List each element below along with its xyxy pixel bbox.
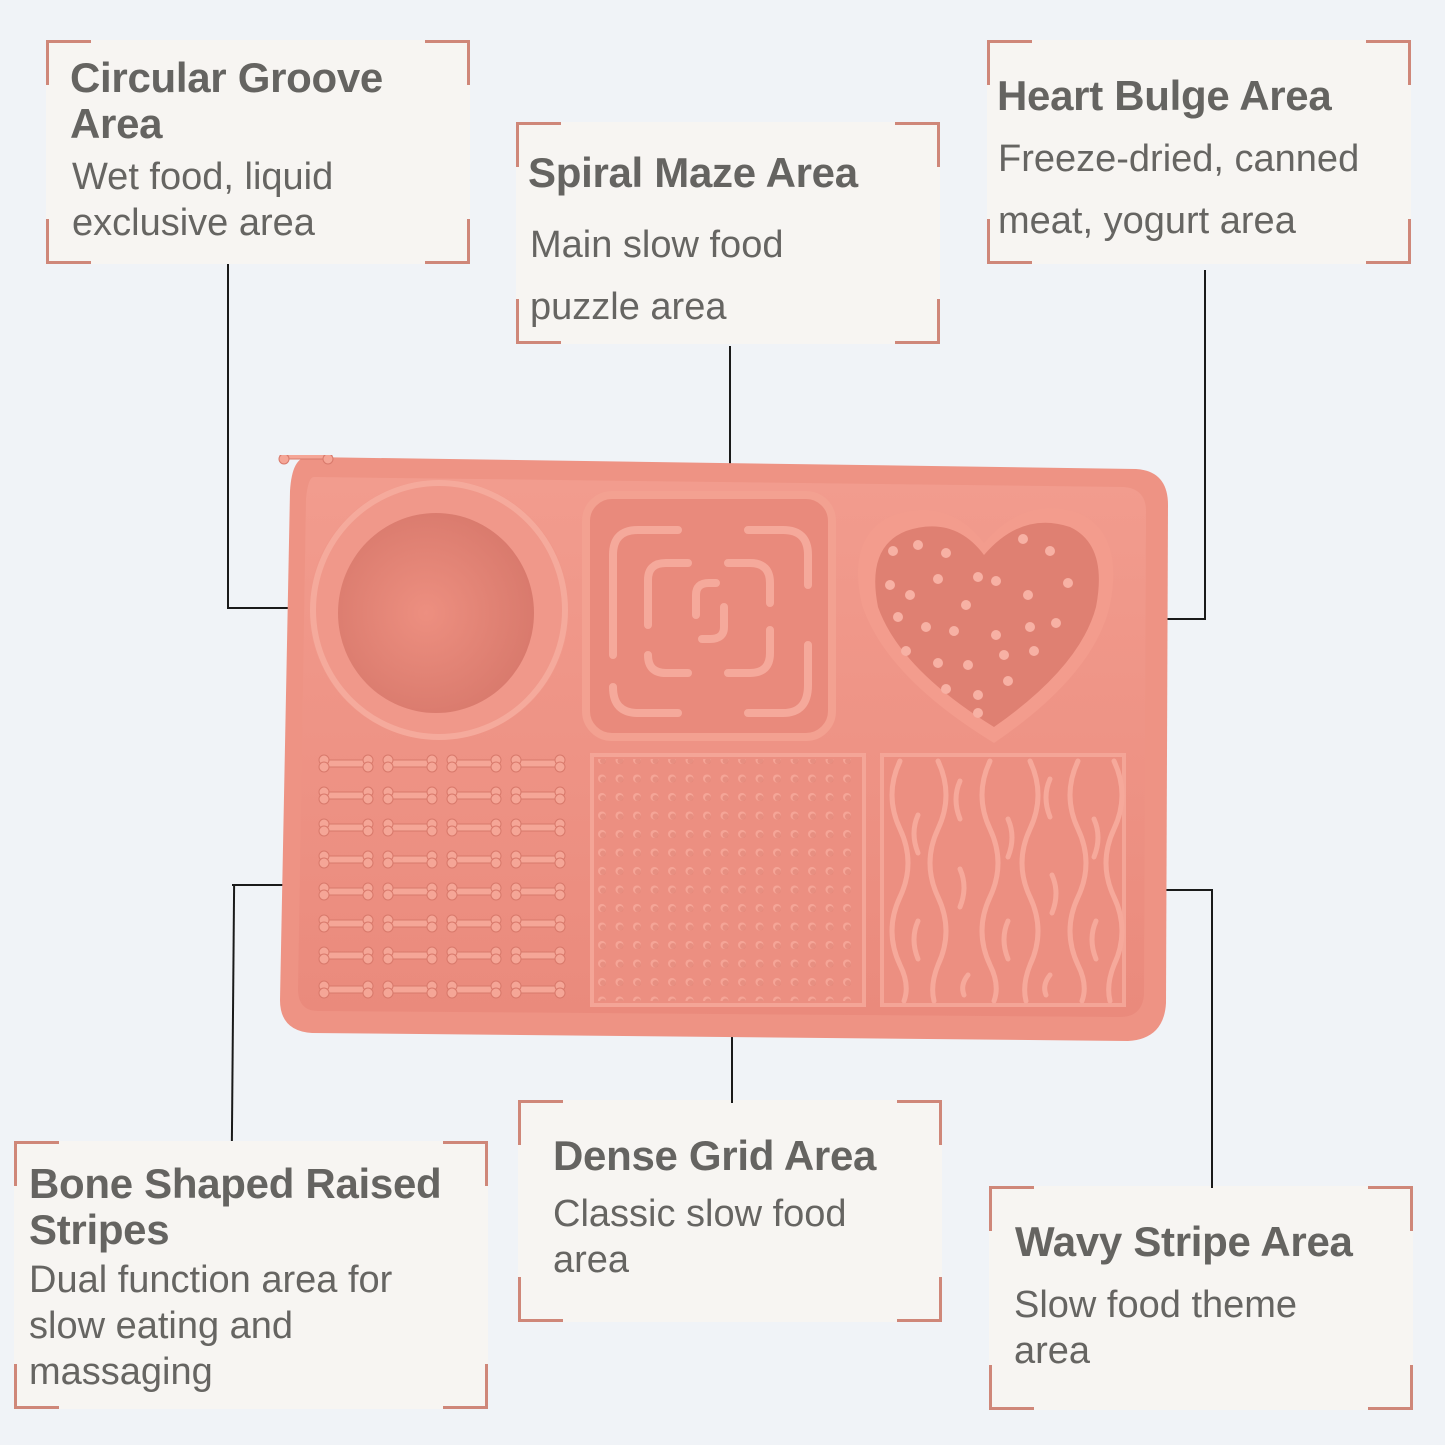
corner-bracket [443, 1364, 488, 1409]
corner-bracket [897, 1277, 942, 1322]
wavy-stripes [880, 753, 1126, 1007]
callout-circular-groove: Circular Groove Area Wet food, liquid ex… [46, 40, 470, 264]
corner-bracket [897, 1100, 942, 1145]
corner-bracket [989, 1186, 1034, 1231]
callout-dense-grid: Dense Grid Area Classic slow food area [518, 1100, 942, 1322]
corner-bracket [516, 122, 561, 167]
corner-bracket [46, 219, 91, 264]
corner-bracket [895, 299, 940, 344]
corner-bracket [425, 219, 470, 264]
callout-title: Heart Bulge Area [997, 72, 1332, 119]
leader-line-wavy [1211, 890, 1213, 1188]
callout-title: Dense Grid Area [553, 1132, 877, 1179]
heart-bulge [858, 508, 1114, 743]
spiral-maze [582, 491, 836, 741]
corner-bracket [518, 1100, 563, 1145]
dense-grid [590, 753, 866, 1007]
corner-bracket [14, 1141, 59, 1186]
corner-bracket [518, 1277, 563, 1322]
callout-heart-bulge: Heart Bulge Area Freeze-dried, canned me… [987, 40, 1411, 264]
callout-bone-shaped: Bone Shaped Raised Stripes Dual function… [14, 1141, 488, 1409]
corner-bracket [516, 299, 561, 344]
corner-bracket [443, 1141, 488, 1186]
callout-description: Main slow food puzzle area [530, 224, 784, 328]
corner-bracket [1368, 1186, 1413, 1231]
leader-line-heart [1204, 270, 1206, 620]
leader-line-bone [230, 884, 236, 1142]
callout-wavy-stripe: Wavy Stripe Area Slow food theme area [989, 1186, 1413, 1410]
callout-spiral-maze: Spiral Maze Area Main slow food puzzle a… [516, 122, 940, 344]
leader-line-grid [731, 993, 733, 1103]
callout-title: Spiral Maze Area [528, 149, 858, 196]
callout-title: Bone Shaped Raised Stripes [29, 1160, 442, 1253]
corner-bracket [895, 122, 940, 167]
bone-shaped-stripes [278, 455, 566, 999]
callout-description: Dual function area for slow eating and m… [29, 1259, 393, 1393]
leader-line-circular [227, 264, 229, 609]
lick-mat-product [278, 455, 1170, 1045]
circular-groove-bowl [309, 480, 569, 740]
corner-bracket [425, 40, 470, 85]
leader-line-wavy [1128, 889, 1213, 891]
corner-bracket [989, 1365, 1034, 1410]
callout-description: Slow food theme area [1014, 1284, 1298, 1372]
corner-bracket [1366, 219, 1411, 264]
callout-description: Classic slow food area [553, 1193, 847, 1281]
callout-title: Wavy Stripe Area [1015, 1218, 1353, 1265]
corner-bracket [14, 1364, 59, 1409]
corner-bracket [1368, 1365, 1413, 1410]
lick-mat-illustration [278, 455, 1168, 1041]
corner-bracket [46, 40, 91, 85]
corner-bracket [1366, 40, 1411, 85]
callout-title: Circular Groove Area [70, 54, 383, 147]
heart-bumps [885, 534, 1073, 718]
corner-bracket [987, 219, 1032, 264]
callout-description: Wet food, liquid exclusive area [72, 156, 334, 244]
leader-line-spiral [729, 346, 731, 492]
callout-description: Freeze-dried, canned meat, yogurt area [998, 138, 1360, 242]
corner-bracket [987, 40, 1032, 85]
